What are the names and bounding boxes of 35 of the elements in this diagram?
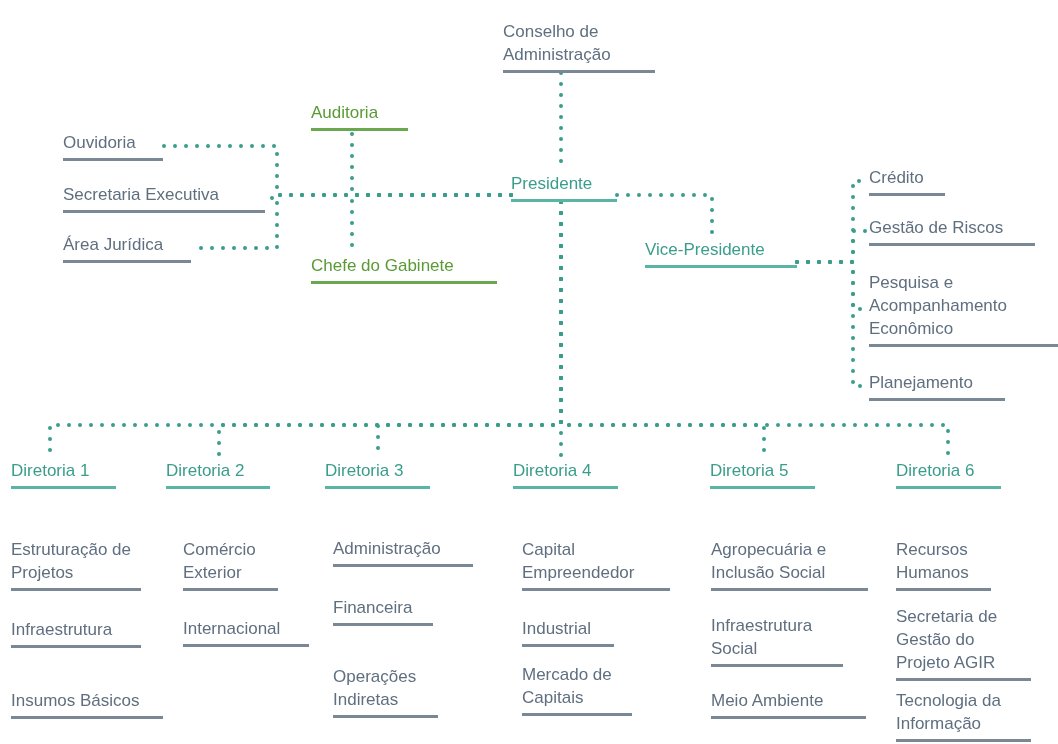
unit-title: Insumos Básicos <box>11 689 163 719</box>
unit-title: Diretoria 5 <box>710 459 815 489</box>
unit-title: Administração <box>333 537 473 567</box>
unit-title: Tecnologia da Informação <box>896 689 1031 742</box>
unit-title: Internacional <box>183 617 309 647</box>
unit-title: Agropecuária e Inclusão Social <box>711 538 868 591</box>
unit-title: Conselho de Administração <box>503 20 655 73</box>
unit-title: Capital Empreendedor <box>522 538 670 591</box>
unit-title: Meio Ambiente <box>711 689 866 719</box>
unit-title: Secretaria Executiva <box>63 183 265 213</box>
unit-title: Operações Indiretas <box>333 665 438 718</box>
unit-title: Recursos Humanos <box>896 538 991 591</box>
unit-title: Vice-Presidente <box>645 238 797 268</box>
unit-title: Diretoria 2 <box>166 459 270 489</box>
unit-title: Diretoria 4 <box>513 459 618 489</box>
unit-title: Presidente <box>511 172 617 202</box>
unit-title: Diretoria 1 <box>11 459 116 489</box>
unit-title: Infraestrutura Social <box>711 614 843 667</box>
unit-title: Pesquisa e Acompanhamento Econômico <box>869 271 1058 347</box>
unit-title: Crédito <box>869 166 945 196</box>
unit-title: Ouvidoria <box>63 131 163 161</box>
unit-title: Planejamento <box>869 371 1005 401</box>
unit-title: Auditoria <box>311 101 408 131</box>
unit-title: Área Jurídica <box>63 233 191 263</box>
unit-title: Secretaria de Gestão do Projeto AGIR <box>896 605 1031 681</box>
unit-title: Industrial <box>522 617 614 647</box>
unit-title: Estruturação de Projetos <box>11 538 141 591</box>
unit-title: Comércio Exterior <box>183 538 278 591</box>
unit-title: Diretoria 3 <box>325 459 430 489</box>
unit-title: Infraestrutura <box>11 618 141 648</box>
unit-title: Financeira <box>333 596 433 626</box>
unit-title: Mercado de Capitais <box>522 663 632 716</box>
unit-title: Chefe do Gabinete <box>311 254 497 284</box>
unit-title: Diretoria 6 <box>896 459 1001 489</box>
unit-title: Gestão de Riscos <box>869 216 1035 246</box>
